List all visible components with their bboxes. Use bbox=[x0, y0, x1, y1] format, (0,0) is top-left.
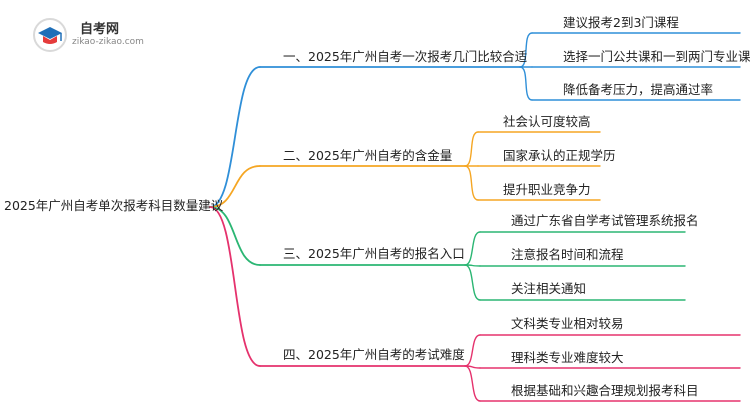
branch-2-connector bbox=[209, 165, 261, 208]
branch-2-label: 二、2025年广州自考的含金量 bbox=[283, 148, 453, 163]
branch-4-connector bbox=[209, 206, 261, 367]
branch-1-label: 一、2025年广州自考一次报考几门比较合适 bbox=[283, 49, 528, 64]
branch-3-connector bbox=[209, 206, 261, 266]
logo-name: 自考网 bbox=[80, 22, 120, 37]
leaf-1-3: 降低备考压力，提高通过率 bbox=[563, 82, 714, 97]
leaf-1-1-connector bbox=[519, 32, 533, 68]
branch-3-label: 三、2025年广州自考的报名入口 bbox=[283, 246, 465, 261]
root-topic: 2025年广州自考单次报考科目数量建议 bbox=[4, 198, 224, 213]
graduation-cap-icon bbox=[33, 18, 67, 52]
branch-4-label: 四、2025年广州自考的考试难度 bbox=[283, 347, 465, 362]
leaf-3-2: 注意报名时间和流程 bbox=[511, 247, 624, 262]
leaf-4-1: 文科类专业相对较易 bbox=[511, 316, 624, 331]
leaf-3-1-connector bbox=[464, 231, 481, 266]
leaf-4-3-connector bbox=[464, 365, 481, 402]
leaf-3-3: 关注相关通知 bbox=[511, 281, 587, 296]
leaf-4-2: 理科类专业难度较大 bbox=[511, 350, 624, 365]
site-logo[interactable]: 自考网 zikao-zikao.com bbox=[30, 15, 144, 55]
leaf-2-1: 社会认可度较高 bbox=[503, 114, 591, 129]
leaf-4-1-connector bbox=[464, 334, 481, 367]
leaf-4-3: 根据基础和兴趣合理规划报考科目 bbox=[511, 383, 699, 398]
leaf-1-3-connector bbox=[519, 66, 533, 101]
leaf-2-2: 国家承认的正规学历 bbox=[503, 148, 616, 163]
logo-url: zikao-zikao.com bbox=[72, 37, 144, 47]
leaf-2-3-connector bbox=[464, 165, 479, 201]
leaf-3-1: 通过广东省自学考试管理系统报名 bbox=[511, 213, 699, 228]
leaf-1-1: 建议报考2到3门课程 bbox=[563, 15, 679, 30]
leaf-2-3: 提升职业竞争力 bbox=[503, 182, 591, 197]
leaf-2-1-connector bbox=[464, 131, 479, 167]
leaf-3-3-connector bbox=[464, 264, 481, 301]
branch-1-connector bbox=[209, 66, 261, 208]
leaf-1-2: 选择一门公共课和一到两门专业课程 bbox=[563, 49, 750, 64]
